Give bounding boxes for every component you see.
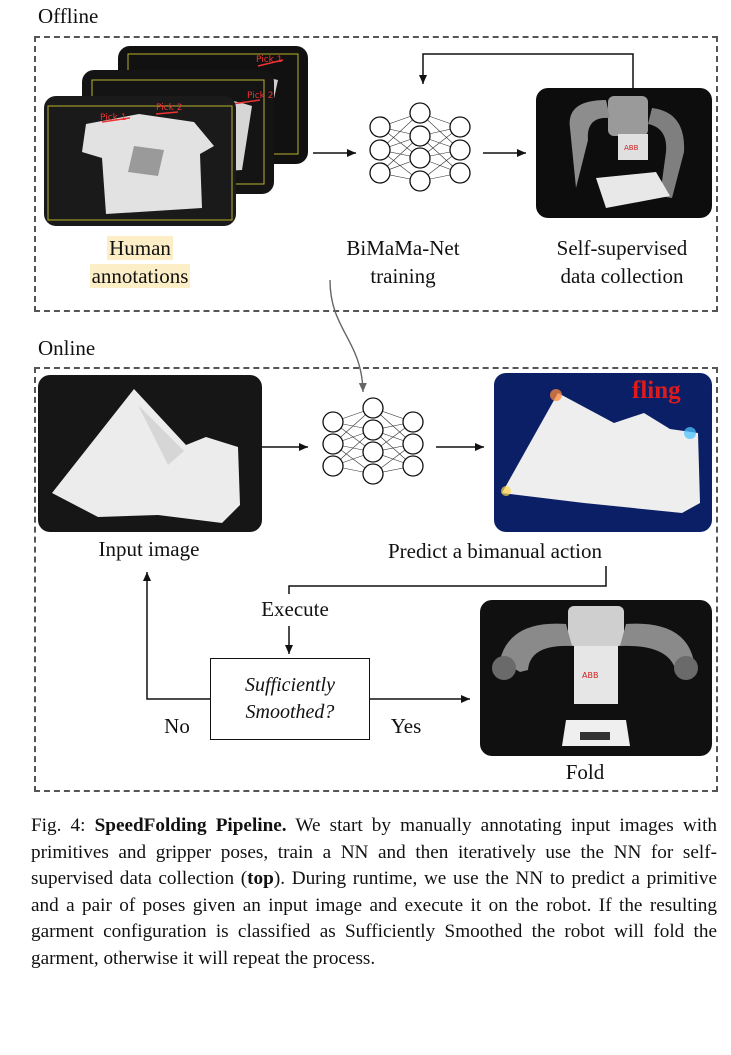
execute-label: Execute xyxy=(261,597,329,621)
annotation-image-front: Pick 1 Pick 2 xyxy=(44,96,236,226)
input-garment-drawing xyxy=(52,389,240,523)
caption-title: SpeedFolding Pipeline. xyxy=(94,815,287,836)
online-section-label: Online xyxy=(38,336,96,360)
annotation-pick-label: Pick 2 xyxy=(247,91,273,101)
caption-text-1: We start by manually annotating input im… xyxy=(31,815,718,890)
yes-label: Yes xyxy=(390,714,422,738)
input-image xyxy=(38,375,262,532)
robot-abb-logo: ABB xyxy=(624,144,639,152)
online-box xyxy=(34,367,718,792)
neural-network-icon xyxy=(369,102,471,192)
fold-abb-logo: ABB xyxy=(582,671,598,680)
human-label-line2: annotations xyxy=(89,264,191,288)
self-supervised-robot-image: ABB xyxy=(536,88,712,218)
robot-label-line1: Self-supervised xyxy=(556,236,688,260)
predicted-garment-drawing xyxy=(501,389,700,513)
robot-label-line2: data collection xyxy=(560,264,684,288)
decision-line1: Sufficiently xyxy=(245,674,335,696)
decision-line2: Smoothed? xyxy=(245,701,335,723)
annotation-pick-label: Pick 1 xyxy=(256,55,282,65)
human-label-line1: Human xyxy=(107,236,173,260)
arrow-prediction-to-execute xyxy=(288,566,607,594)
caption-bold-word: top xyxy=(247,868,274,890)
fling-label: fling xyxy=(632,377,681,404)
annotation-pick-label: Pick 1 xyxy=(100,113,126,123)
annotation-pick-label: Pick 2 xyxy=(156,103,182,113)
figure-caption: Fig. 4: SpeedFolding Pipeline. We start … xyxy=(31,813,717,973)
fold-robot-image: ABB xyxy=(480,600,712,756)
fold-robot-drawing: ABB xyxy=(492,606,698,746)
offline-section-label: Offline xyxy=(38,4,99,28)
arrow-feedback-loop xyxy=(419,53,634,88)
neural-network-icon xyxy=(322,397,424,485)
no-label: No xyxy=(164,714,190,738)
input-image-label: Input image xyxy=(98,537,200,561)
predict-action-label: Predict a bimanual action xyxy=(387,539,602,563)
net-label-line1: BiMaMa-Net xyxy=(346,236,460,260)
arrow-no-to-input xyxy=(143,572,210,700)
predicted-action-image: fling xyxy=(494,373,712,532)
annotation-image-front-drawing: Pick 1 Pick 2 xyxy=(47,103,233,221)
fold-label: Fold xyxy=(565,760,605,784)
decision-box: Sufficiently Smoothed? xyxy=(210,658,370,740)
human-annotations-label: Human annotations xyxy=(60,234,220,290)
self-supervised-label: Self-supervised data collection xyxy=(524,234,720,290)
arrow-model-transfer xyxy=(329,279,367,393)
offline-box xyxy=(34,36,718,312)
net-label-line2: training xyxy=(370,264,436,288)
bimama-net-label: BiMaMa-Net training xyxy=(318,234,488,290)
robot-drawing: ABB xyxy=(569,96,685,208)
caption-prefix: Fig. 4: xyxy=(31,815,95,836)
caption-text-2: ). During runtime, we use the NN to pred… xyxy=(31,868,717,969)
